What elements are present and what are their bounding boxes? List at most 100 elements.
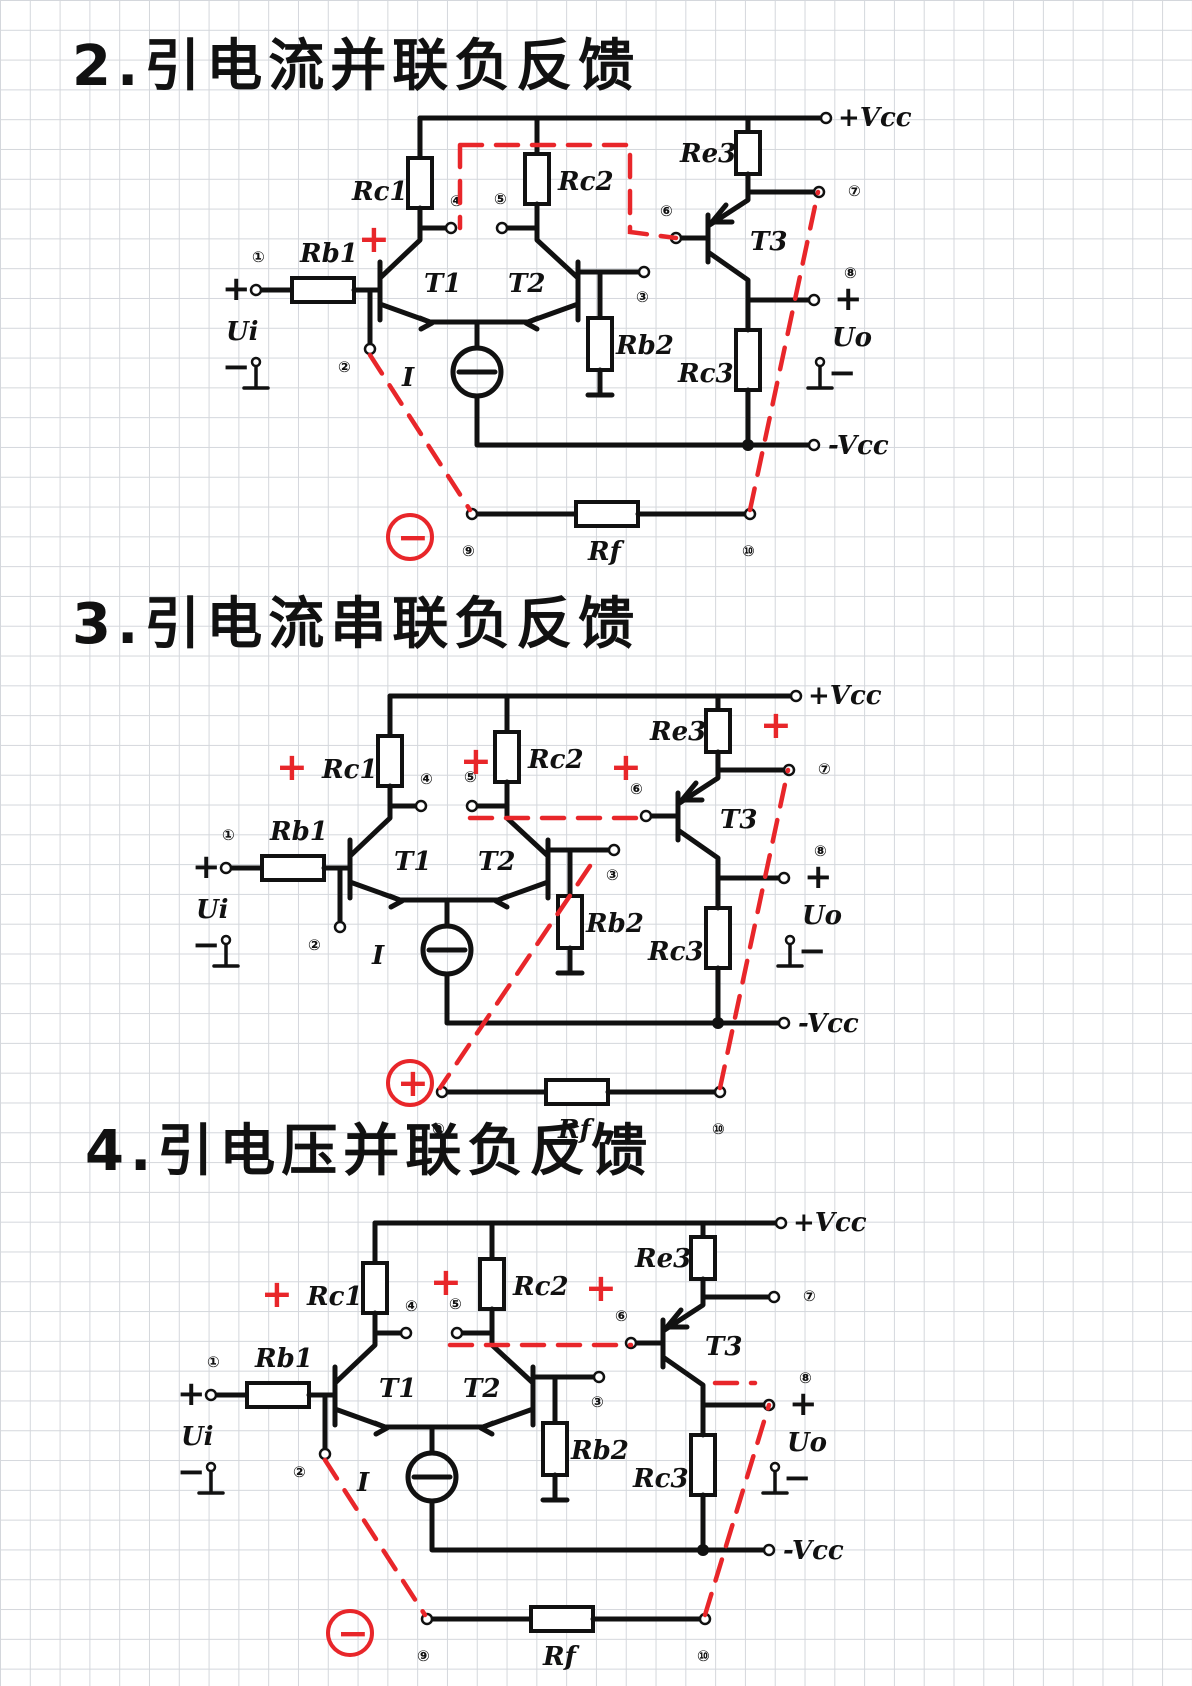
circuit-2-current-shunt: 2.引电流并联负反馈 +Vcc -Vcc Rc1 Rc2 Re3 Rc3 Rb1…	[72, 34, 912, 567]
terminal-2: ②	[338, 358, 351, 376]
terminal-4: ④	[420, 770, 433, 788]
rf-label: Rf	[587, 537, 625, 567]
mark-rb1: +	[276, 745, 308, 789]
vcc-pos-label: +Vcc	[838, 103, 912, 133]
output-minus: −	[798, 931, 827, 971]
uo-label: Uo	[802, 901, 842, 931]
current-label: I	[356, 1468, 370, 1498]
rc1-label: Rc1	[306, 1282, 363, 1312]
t3-label: T3	[705, 1332, 742, 1362]
terminal-7: ⑦	[803, 1287, 816, 1305]
mark-t3b: +	[585, 1266, 617, 1310]
terminal-9: ⑨	[462, 542, 475, 560]
t1-label: T1	[379, 1374, 416, 1404]
current-label: I	[371, 941, 385, 971]
input-plus: +	[222, 269, 251, 309]
output-plus: +	[789, 1384, 818, 1424]
terminal-6: ⑥	[660, 202, 673, 220]
terminal-1: ①	[222, 826, 235, 844]
rb2-label: Rb2	[585, 909, 644, 939]
terminal-10: ⑩	[712, 1120, 725, 1138]
vcc-neg-label: -Vcc	[783, 1536, 844, 1566]
ui-label: Ui	[196, 895, 229, 925]
terminal-3: ③	[606, 866, 619, 884]
rc3-label: Rc3	[647, 937, 704, 967]
terminal-1: ①	[252, 248, 265, 266]
polarity-sign: −	[397, 515, 429, 559]
output-plus: +	[834, 279, 863, 319]
terminal-4: ④	[405, 1297, 418, 1315]
terminal-1: ①	[207, 1353, 220, 1371]
circuit-4-voltage-shunt: 4.引电压并联负反馈 +Vcc -Vcc Rc1 Rc2 Re3 Rc3 Rb1…	[85, 1119, 867, 1672]
rb2-label: Rb2	[615, 331, 674, 361]
mark-rb1: +	[261, 1272, 293, 1316]
feedback-path-input	[367, 352, 473, 513]
ui-label: Ui	[181, 1422, 214, 1452]
rc2-label: Rc2	[527, 745, 584, 775]
rc1-label: Rc1	[321, 755, 378, 785]
input-minus: −	[222, 347, 251, 387]
input-minus: −	[177, 1452, 206, 1492]
terminal-8: ⑧	[799, 1369, 812, 1387]
t3-label: T3	[720, 805, 757, 835]
rb1-label: Rb1	[254, 1344, 313, 1374]
ui-label: Ui	[226, 317, 259, 347]
circuit-title: 4.引电压并联负反馈	[85, 1119, 653, 1184]
rb1-label: Rb1	[299, 239, 358, 269]
rf-label: Rf	[557, 1115, 595, 1145]
rc3-label: Rc3	[677, 359, 734, 389]
vcc-pos-label: +Vcc	[808, 681, 882, 711]
rb2-label: Rb2	[570, 1436, 629, 1466]
input-minus: −	[192, 925, 221, 965]
uo-label: Uo	[832, 323, 872, 353]
output-minus: −	[828, 353, 857, 393]
feedback-path-output	[717, 767, 791, 1091]
vcc-pos-label: +Vcc	[793, 1208, 867, 1238]
t2-label: T2	[508, 269, 545, 299]
terminal-9: ⑨	[417, 1647, 430, 1665]
rc1-label: Rc1	[351, 177, 408, 207]
current-label: I	[401, 363, 415, 393]
t3-label: T3	[750, 227, 787, 257]
terminal-3: ③	[636, 288, 649, 306]
terminal-5: ⑤	[494, 190, 507, 208]
t2-label: T2	[478, 847, 515, 877]
schematic	[244, 113, 832, 526]
polarity-sign: +	[397, 1061, 429, 1105]
t2-label: T2	[463, 1374, 500, 1404]
mark-rb1: +	[358, 217, 390, 261]
polarity-circle	[326, 1609, 374, 1657]
circuit-title: 3.引电流串联负反馈	[72, 592, 640, 657]
vcc-neg-label: -Vcc	[798, 1009, 859, 1039]
terminal-7: ⑦	[848, 182, 861, 200]
input-plus: +	[177, 1374, 206, 1414]
mark-rc2: +	[430, 1260, 462, 1304]
terminal-3: ③	[591, 1393, 604, 1411]
uo-label: Uo	[787, 1428, 827, 1458]
mark-re3: +	[760, 703, 792, 747]
terminal-10: ⑩	[742, 542, 755, 560]
feedback-path-upper	[457, 142, 679, 241]
terminal-6: ⑥	[615, 1307, 628, 1325]
output-plus: +	[804, 857, 833, 897]
feedback-path-output	[702, 1402, 772, 1618]
circuit-3-current-series: 3.引电流串联负反馈 +Vcc -Vcc Rc1 Rc2 Re3 Rc3 Rb1…	[72, 592, 882, 1145]
terminal-5: ⑤	[464, 768, 477, 786]
feedback-path-output	[747, 189, 821, 513]
rc3-label: Rc3	[632, 1464, 689, 1494]
polarity-circle	[386, 513, 434, 561]
feedback-path-input	[437, 863, 593, 1091]
output-minus: −	[783, 1458, 812, 1498]
re3-label: Re3	[634, 1244, 691, 1274]
terminal-5: ⑤	[449, 1295, 462, 1313]
rc2-label: Rc2	[557, 167, 614, 197]
terminal-7: ⑦	[818, 760, 831, 778]
mark-rc2: +	[460, 739, 492, 783]
terminal-9: ⑨	[432, 1120, 445, 1138]
terminal-8: ⑧	[844, 264, 857, 282]
t1-label: T1	[394, 847, 431, 877]
terminal-8: ⑧	[814, 842, 827, 860]
polarity-circle	[386, 1059, 434, 1107]
